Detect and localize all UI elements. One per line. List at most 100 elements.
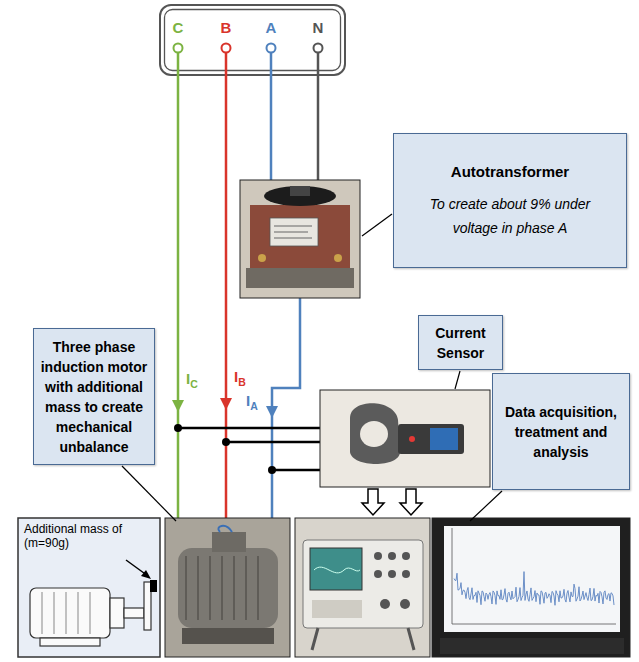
autotransformer-photo-part bbox=[264, 186, 336, 206]
callout-box: Three phase induction motor with additio… bbox=[33, 328, 155, 465]
callout-title: Data acquisition, treatment and analysis bbox=[498, 402, 624, 462]
autotransformer-photo-part bbox=[290, 186, 310, 196]
leader-line-part bbox=[455, 371, 460, 389]
callout-text: To create about 9% under voltage in phas… bbox=[399, 192, 621, 240]
sensor-wire-part bbox=[226, 441, 322, 444]
leader-line-part bbox=[122, 466, 176, 521]
callout-box: Data acquisition, treatment and analysis bbox=[492, 373, 630, 490]
motor-sketch-part bbox=[150, 580, 157, 592]
callout-box: Current Sensor bbox=[418, 315, 503, 370]
current-sensor-photo-part bbox=[360, 421, 388, 447]
oscilloscope-photo-part bbox=[295, 518, 430, 657]
autotransformer-photo-part bbox=[270, 218, 318, 246]
current-symbol: I bbox=[234, 368, 238, 385]
motor-sketch bbox=[18, 518, 160, 657]
current-arrow-part bbox=[266, 406, 278, 418]
oscilloscope-photo-part bbox=[388, 570, 396, 578]
laptop-photo-part bbox=[444, 526, 620, 632]
callout-title: Three phase induction motor with additio… bbox=[39, 337, 149, 457]
current-label: IC bbox=[186, 370, 198, 391]
laptop-photo-part bbox=[454, 572, 614, 606]
oscilloscope-photo-part bbox=[402, 552, 410, 560]
motor-sketch-part bbox=[30, 588, 110, 638]
junction-dot bbox=[174, 424, 276, 474]
phase-wire-part bbox=[225, 52, 228, 518]
oscilloscope-photo-part bbox=[314, 567, 360, 573]
terminal-label: N bbox=[308, 19, 328, 36]
current-label: IB bbox=[234, 368, 246, 389]
current-sensor-photo-part bbox=[409, 436, 415, 442]
oscilloscope-photo-part bbox=[312, 628, 414, 650]
autotransformer-photo-part bbox=[258, 254, 266, 262]
oscilloscope-photo-part bbox=[400, 599, 410, 609]
data-arrow-part bbox=[400, 489, 422, 515]
laptop-photo-part bbox=[432, 518, 630, 657]
autotransformer-photo-part bbox=[250, 205, 350, 275]
current-symbol: I bbox=[186, 370, 190, 387]
oscilloscope-photo bbox=[295, 518, 430, 657]
spectrum-line bbox=[454, 572, 614, 606]
current-arrow-part bbox=[172, 400, 184, 412]
callout-title: Current Sensor bbox=[424, 323, 497, 363]
motor-sketch-part bbox=[110, 598, 124, 628]
oscilloscope-photo-part bbox=[374, 552, 382, 560]
data-arrow bbox=[362, 489, 422, 515]
current-arrow-part bbox=[220, 398, 232, 410]
current-symbol: I bbox=[246, 392, 250, 409]
motor-photo bbox=[165, 518, 290, 657]
oscilloscope-photo-part bbox=[303, 540, 423, 628]
phase-wire-part bbox=[177, 52, 180, 518]
oscilloscope-photo-part bbox=[374, 570, 382, 578]
terminal-circle-part bbox=[222, 44, 231, 53]
phase-subscript: A bbox=[250, 400, 258, 412]
current-sensor-photo bbox=[320, 390, 490, 487]
current-label: IA bbox=[246, 392, 258, 413]
oscilloscope-photo-part bbox=[402, 570, 410, 578]
terminal-circle-part bbox=[174, 44, 183, 53]
current-sensor-photo-part bbox=[430, 428, 458, 450]
leader-line-part bbox=[362, 214, 392, 236]
terminal-label: B bbox=[216, 19, 236, 36]
terminal-label: C bbox=[168, 19, 188, 36]
motor-photo-part bbox=[212, 532, 246, 552]
current-sensor-photo-part bbox=[350, 403, 400, 464]
motor-sketch-part bbox=[42, 592, 90, 634]
phase-wire-part bbox=[317, 52, 320, 182]
motor-sketch-part bbox=[144, 582, 151, 630]
autotransformer-photo-part bbox=[274, 226, 312, 238]
junction-dot-part bbox=[268, 466, 276, 474]
oscilloscope-photo-part bbox=[388, 552, 396, 560]
oscilloscope-photo-part bbox=[380, 599, 390, 609]
terminal-box-part bbox=[165, 10, 341, 71]
motor-sketch-part bbox=[18, 518, 160, 657]
sensor-wire-part bbox=[272, 469, 322, 472]
laptop-photo-part bbox=[452, 528, 616, 624]
leader-line-part bbox=[470, 491, 502, 521]
laptop-photo bbox=[432, 518, 630, 657]
autotransformer-photo-part bbox=[334, 254, 342, 262]
motor-photo-part bbox=[165, 518, 290, 657]
autotransformer-photo bbox=[240, 180, 360, 298]
phase-subscript: B bbox=[238, 376, 246, 388]
motor-photo-part bbox=[218, 526, 232, 532]
phase-wire-part bbox=[270, 52, 273, 182]
current-arrow bbox=[172, 398, 278, 418]
terminal-label: A bbox=[261, 19, 281, 36]
phase-subscript: C bbox=[190, 378, 198, 390]
callout-title: Autotransformer bbox=[451, 162, 569, 182]
sensor-wire-part bbox=[178, 427, 322, 430]
current-sensor-photo-part bbox=[320, 390, 490, 487]
oscilloscope-photo-part bbox=[310, 548, 362, 590]
laptop-photo-part bbox=[440, 638, 624, 654]
terminal-circle bbox=[174, 44, 323, 53]
sensor-wire bbox=[178, 428, 322, 470]
motor-photo-part bbox=[182, 628, 274, 644]
junction-dot-part bbox=[222, 438, 230, 446]
motor-photo-part bbox=[178, 548, 278, 628]
current-sensor-photo-part bbox=[398, 424, 464, 454]
autotransformer-photo-part bbox=[240, 180, 360, 298]
terminal-box: CBAN bbox=[160, 5, 345, 75]
motor-sketch-part bbox=[40, 638, 100, 646]
callout-box: Autotransformer To create about 9% under … bbox=[393, 133, 627, 268]
